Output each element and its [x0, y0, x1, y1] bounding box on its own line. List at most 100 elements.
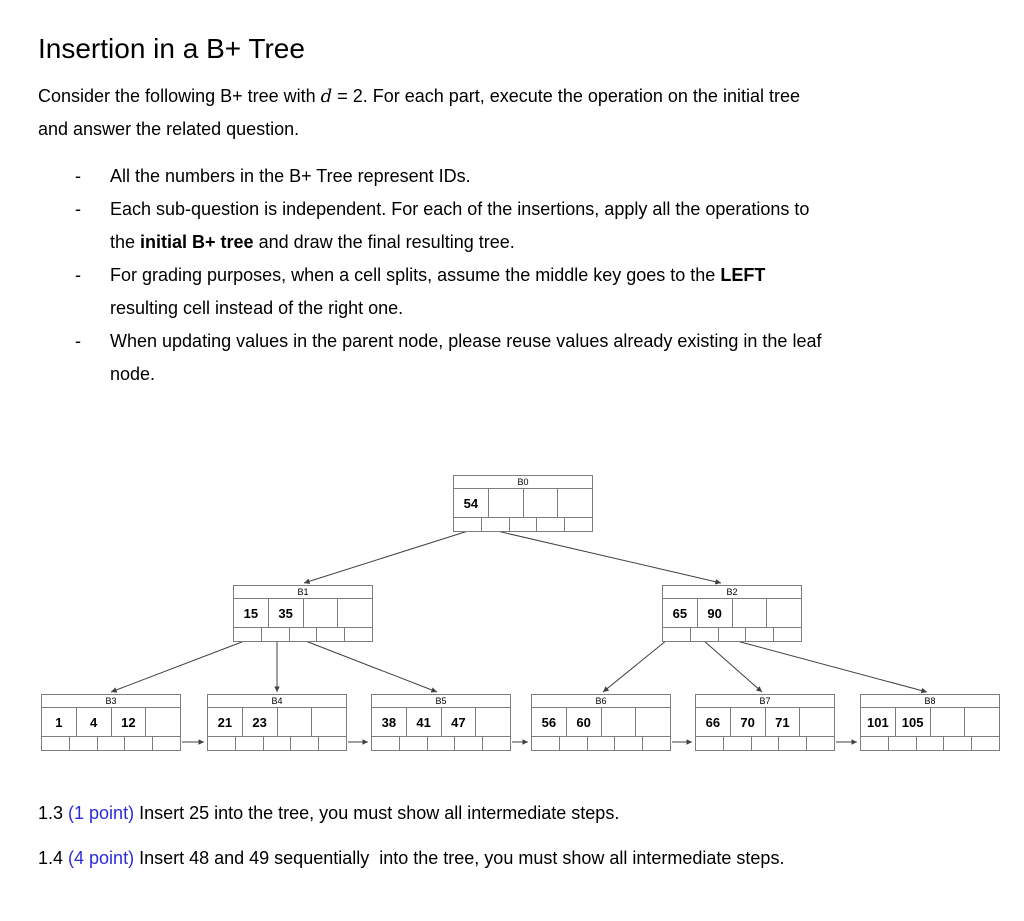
key-cell: 15: [234, 599, 269, 627]
text-segment: the: [110, 232, 141, 252]
bullet-item: - When updating values in the parent node…: [38, 325, 990, 391]
pointer-cell: [588, 737, 616, 750]
edge-b1-b3: [110, 639, 248, 693]
key-cell: 35: [269, 599, 304, 627]
pointer-cell: [917, 737, 945, 750]
bullet-item: - All the numbers in the B+ Tree represen…: [38, 160, 990, 193]
key-cell: [733, 599, 768, 627]
pointer-cell: [482, 518, 510, 531]
pointer-cell: [208, 737, 236, 750]
text-segment: For grading purposes, when a cell splits…: [110, 265, 721, 285]
pointer-cell: [454, 518, 482, 531]
pointer-cell: [291, 737, 320, 750]
text-segment: Consider the following B+ tree with: [38, 86, 321, 106]
pointer-cell: [428, 737, 456, 750]
edge-b2-b8: [732, 639, 928, 694]
text-segment: and draw the final resulting tree.: [253, 232, 515, 252]
node-label: B1: [234, 586, 372, 599]
node-label: B4: [208, 695, 346, 708]
bullet-list: - All the numbers in the B+ Tree represen…: [38, 160, 990, 391]
bullet-text: Each sub-question is independent. For ea…: [110, 193, 990, 259]
key-cell: 71: [766, 708, 801, 736]
pointer-cell: [889, 737, 917, 750]
text-line: Consider the following B+ tree with d = …: [38, 80, 990, 113]
node-pointer-row: [42, 737, 180, 750]
key-cell: 90: [698, 599, 733, 627]
key-cell: [524, 489, 559, 517]
node-label: B5: [372, 695, 510, 708]
page-title: Insertion in a B+ Tree: [38, 33, 305, 64]
text-line: 1.4 (4 point) Insert 48 and 49 sequentia…: [38, 846, 784, 870]
pointer-cell: [290, 628, 318, 641]
edge-b0-b2: [496, 530, 722, 585]
bullet-text: When updating values in the parent node,…: [110, 325, 990, 391]
pointer-cell: [861, 737, 889, 750]
bullet-text: For grading purposes, when a cell splits…: [110, 259, 990, 325]
node-pointer-row: [372, 737, 510, 750]
pointer-cell: [663, 628, 691, 641]
node-pointer-row: [861, 737, 999, 750]
key-cell: 21: [208, 708, 243, 736]
text-line: For grading purposes, when a cell splits…: [110, 259, 990, 292]
key-cell: [278, 708, 313, 736]
key-cell: 4: [77, 708, 112, 736]
bullet-dash-marker: -: [75, 265, 81, 285]
key-cell: 66: [696, 708, 731, 736]
pointer-cell: [42, 737, 70, 750]
key-cell: 56: [532, 708, 567, 736]
edge-b2-b6: [602, 639, 668, 693]
key-cell: [476, 708, 510, 736]
key-cell: [602, 708, 637, 736]
text-segment: LEFT: [720, 265, 766, 285]
pointer-cell: [262, 628, 290, 641]
pointer-cell: [125, 737, 154, 750]
math-variable: d: [320, 86, 333, 107]
pointer-cell: [615, 737, 644, 750]
bullet-text: All the numbers in the B+ Tree represent…: [110, 160, 990, 193]
text-segment: node.: [110, 364, 156, 384]
pointer-cell: [746, 628, 775, 641]
node-label: B0: [454, 476, 592, 489]
text-line: Each sub-question is independent. For ea…: [110, 193, 990, 226]
node-label: B6: [532, 695, 670, 708]
pointer-cell: [537, 518, 566, 531]
bullet-dash-marker: -: [75, 331, 81, 351]
bullet-dash-marker: -: [75, 166, 81, 186]
key-cell: 38: [372, 708, 407, 736]
pointer-cell: [510, 518, 538, 531]
pointer-cell: [565, 518, 592, 531]
pointer-cell: [719, 628, 747, 641]
pointer-cell: [752, 737, 780, 750]
bullet-item: -Each sub-question is independent. For e…: [38, 193, 990, 259]
node-label: B3: [42, 695, 180, 708]
bullet-item: - For grading purposes, when a cell split…: [38, 259, 990, 325]
key-cell: 1: [42, 708, 77, 736]
node-pointer-row: [454, 518, 592, 531]
pointer-cell: [696, 737, 724, 750]
edge-b1-b5: [302, 639, 438, 693]
pointer-cell: [345, 628, 372, 641]
node-label: B7: [696, 695, 834, 708]
text-line: 1.3 (1 point) Insert 25 into the tree, y…: [38, 801, 619, 825]
pointer-cell: [724, 737, 752, 750]
question-1-3: 1.3 (1 point) Insert 25 into the tree, y…: [38, 801, 619, 825]
points-label: (1 point): [68, 803, 135, 823]
pointer-cell: [483, 737, 510, 750]
pointer-cell: [691, 628, 719, 641]
key-cell: 60: [567, 708, 602, 736]
text-segment: Insert 25 into the tree, you must show a…: [134, 803, 620, 823]
question-1-4: 1.4 (4 point) Insert 48 and 49 sequentia…: [38, 846, 784, 870]
pointer-cell: [234, 628, 262, 641]
key-cell: [931, 708, 966, 736]
pointer-cell: [319, 737, 346, 750]
text-segment: All the numbers in the B+ Tree represent…: [110, 166, 471, 186]
